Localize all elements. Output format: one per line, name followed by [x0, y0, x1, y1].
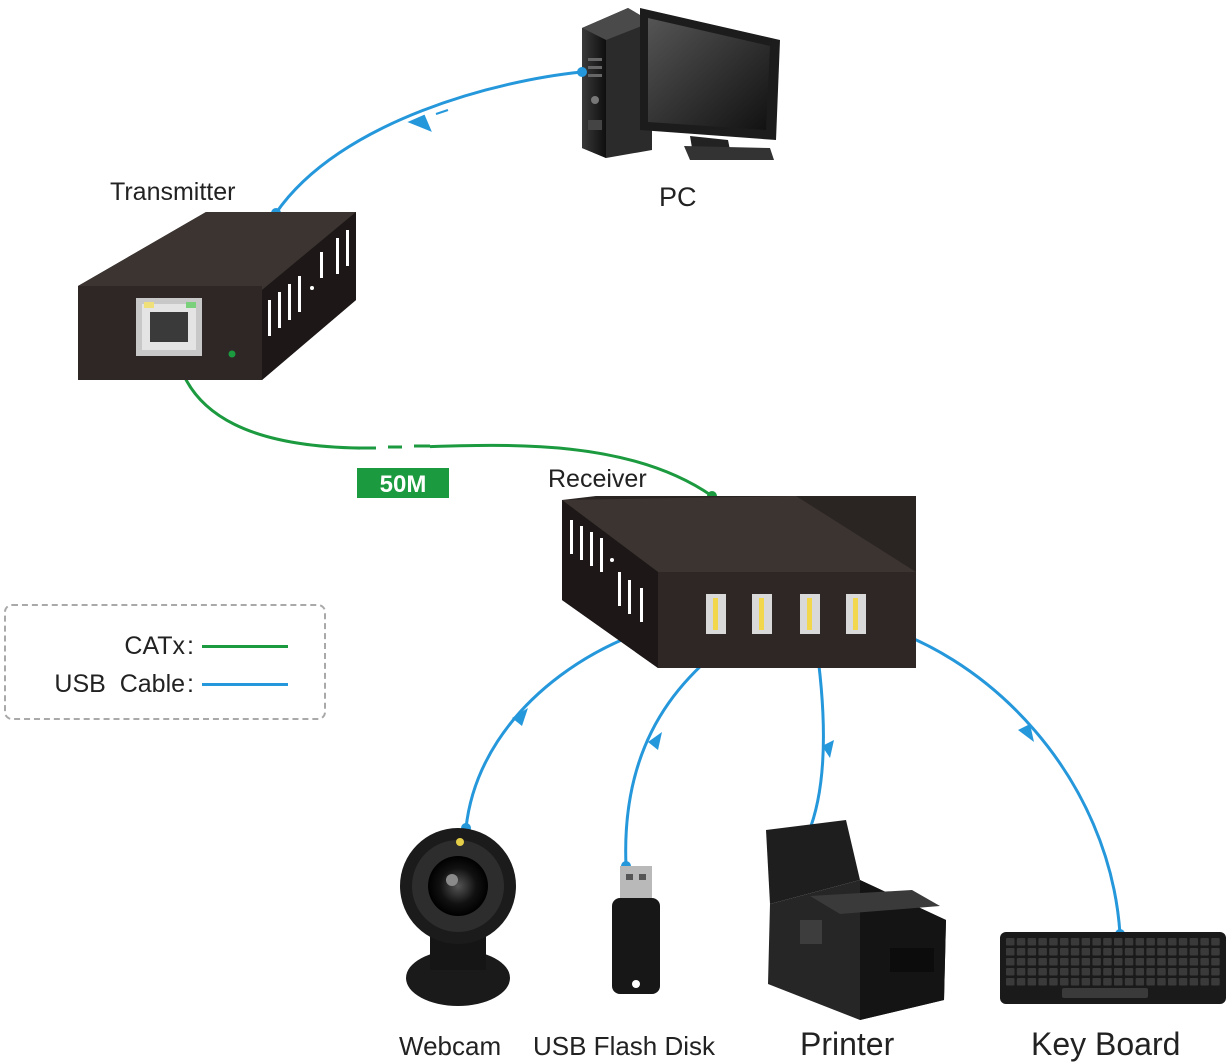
webcam-label: Webcam — [399, 1031, 501, 1061]
usb-flash-disk-icon — [612, 866, 660, 994]
legend-usb-label: USB Cable — [54, 670, 186, 698]
legend-usb: USB Cable: — [54, 670, 288, 699]
webcam-icon — [400, 828, 516, 1006]
receiver-label: Receiver — [548, 465, 647, 493]
legend-usb-swatch — [202, 683, 288, 686]
legend-catx: CATx: — [124, 632, 288, 661]
distance-label: 50M — [380, 471, 427, 498]
pc-icon — [582, 8, 780, 160]
distance-badge — [357, 468, 449, 498]
transmitter-label: Transmitter — [110, 178, 235, 206]
transmitter-device — [78, 212, 356, 380]
keyboard-icon — [1000, 932, 1226, 1004]
keyboard-label: Key Board — [1031, 1026, 1180, 1062]
printer-label: Printer — [800, 1026, 895, 1062]
pc-label: PC — [659, 182, 697, 212]
usb-ports — [706, 594, 866, 634]
receiver-device — [562, 496, 916, 668]
legend-catx-label: CATx — [124, 632, 186, 660]
legend-catx-swatch — [202, 645, 288, 648]
legend: CATx: USB Cable: — [4, 604, 326, 720]
legend-catx-separator: : — [187, 632, 194, 660]
usb-flash-disk-label: USB Flash Disk — [533, 1031, 716, 1061]
printer-icon — [766, 820, 946, 1020]
usb-cable-pc-transmitter — [274, 70, 583, 214]
legend-usb-separator: : — [187, 670, 194, 698]
